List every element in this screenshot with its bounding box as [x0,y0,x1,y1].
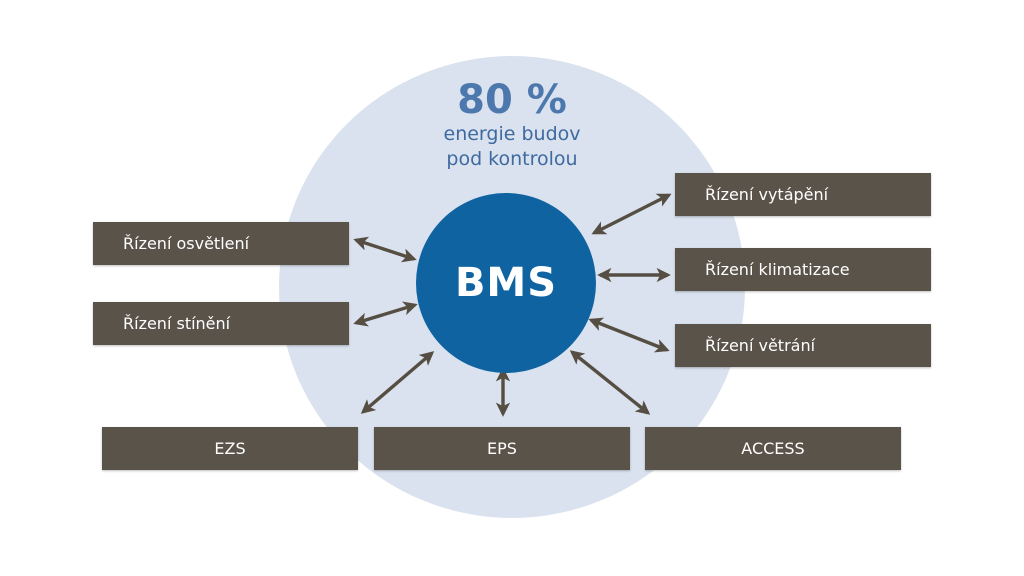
system-box-eps: EPS [374,427,630,470]
system-box-vytapeni: Řízení vytápění [675,173,931,216]
headline: 80 % energie budov pod kontrolou [362,78,662,172]
headline-percent: 80 % [457,77,567,123]
system-box-access: ACCESS [645,427,901,470]
system-box-osvetleni: Řízení osvětlení [93,222,349,265]
system-label: ACCESS [741,439,805,458]
system-box-vetrani: Řízení větrání [675,324,931,367]
system-label: Řízení osvětlení [123,234,250,253]
system-label: Řízení vytápění [705,185,829,204]
system-box-stineni: Řízení stínění [93,302,349,345]
system-label: EZS [214,439,246,458]
bms-hub-label: BMS [454,260,558,306]
system-label: Řízení klimatizace [705,260,850,279]
system-box-klimatizace: Řízení klimatizace [675,248,931,291]
system-box-ezs: EZS [102,427,358,470]
headline-line-1: energie budov [443,123,581,145]
system-label: Řízení stínění [123,314,231,333]
bms-hub: BMS [416,193,596,373]
system-label: EPS [487,439,517,458]
headline-line-2: pod kontrolou [446,148,578,170]
system-label: Řízení větrání [705,336,816,355]
